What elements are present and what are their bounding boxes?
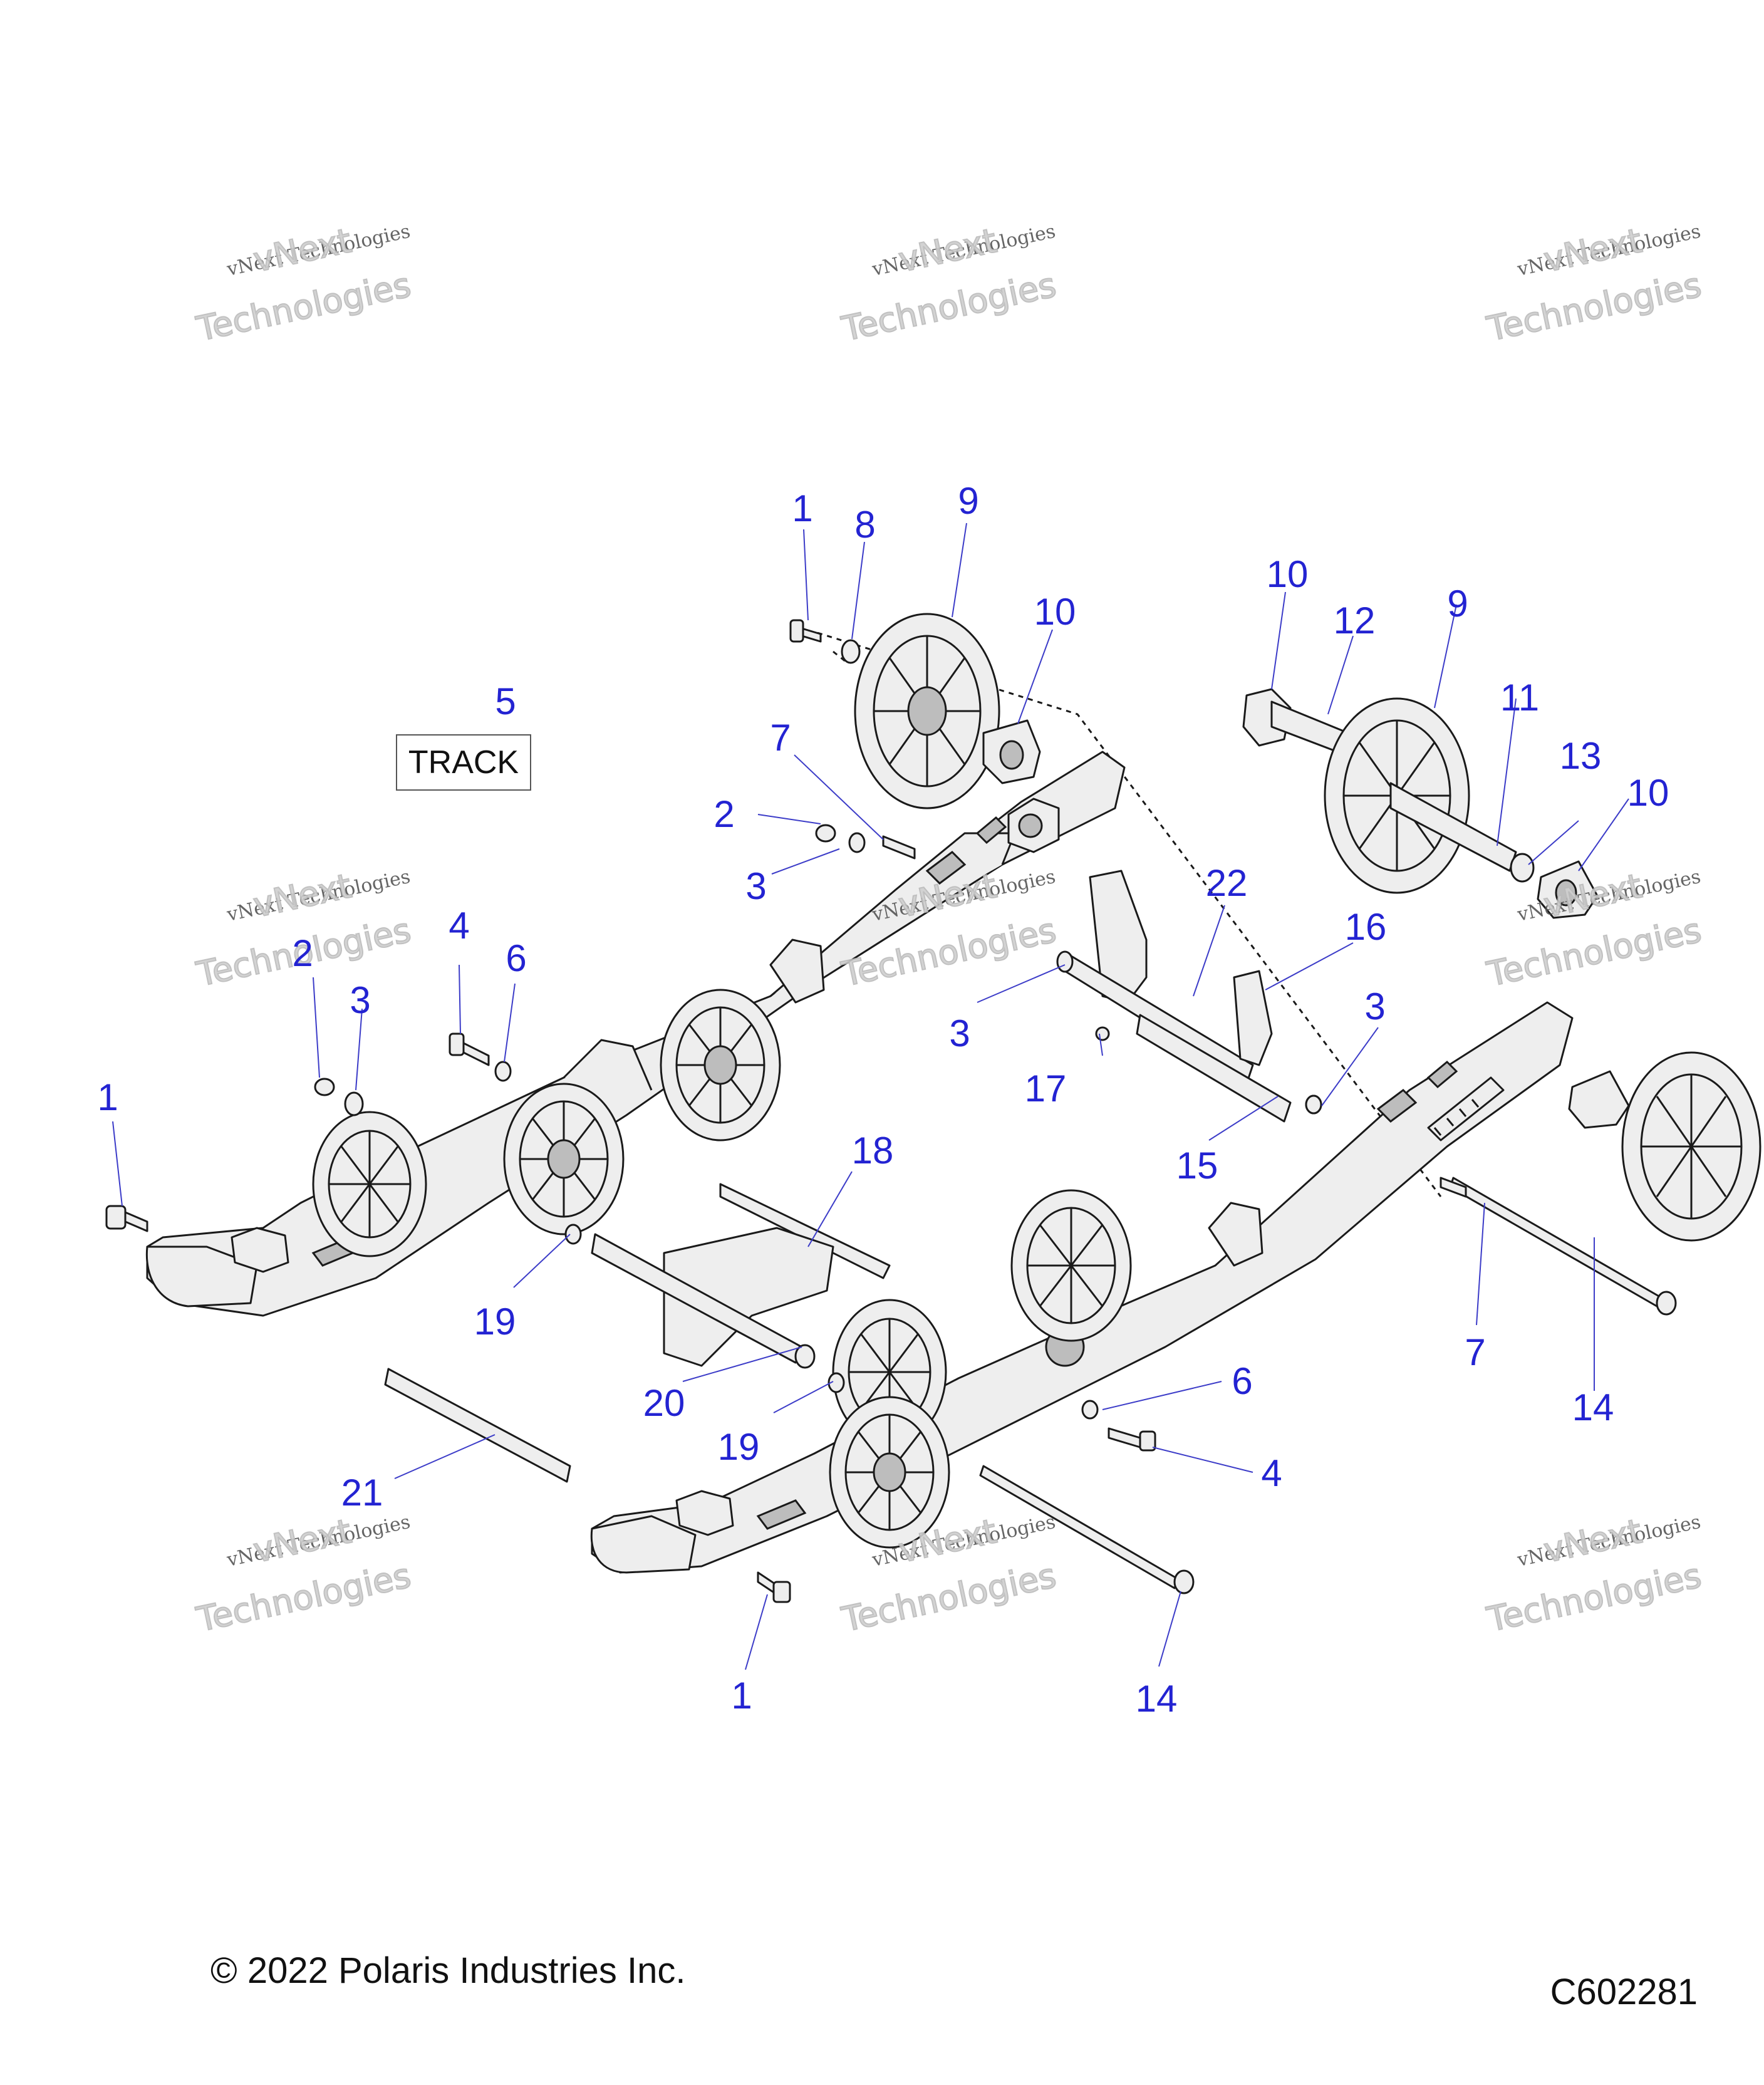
track-label-box: TRACK (396, 734, 531, 791)
long-bolts-14 (979, 1177, 1677, 1594)
copyright-notice: © 2022 Polaris Industries Inc. (210, 1950, 686, 1991)
callout-2: 2 (713, 793, 735, 835)
callout-9: 9 (958, 480, 979, 522)
cross-shaft-22 (1056, 870, 1322, 1123)
callout-14: 14 (1572, 1386, 1614, 1428)
callout-3: 3 (745, 865, 767, 907)
callout-3: 3 (949, 1012, 970, 1054)
callout-22: 22 (1205, 862, 1248, 904)
callout-3: 3 (350, 979, 371, 1021)
right-rail-wheels (829, 1189, 1132, 1549)
callout-19: 19 (717, 1426, 760, 1468)
callout-20: 20 (643, 1382, 685, 1424)
torque-arm-assembly (591, 1183, 891, 1393)
callout-13: 13 (1559, 735, 1602, 777)
callout-11: 11 (1500, 677, 1540, 719)
callout-8: 8 (854, 504, 876, 546)
callout-10: 10 (1266, 553, 1309, 595)
upper-bolt-and-washer (789, 619, 861, 664)
callout-3: 3 (1364, 985, 1386, 1027)
callout-1: 1 (97, 1076, 118, 1118)
alignment-axis-short (833, 650, 849, 665)
figure-id: C602281 (1550, 1972, 1698, 2012)
callout-17: 17 (1024, 1068, 1067, 1110)
shaft-21 (384, 1368, 571, 1483)
upper-idler-wheel (854, 613, 1000, 809)
callout-19: 19 (474, 1301, 516, 1343)
callout-2: 2 (292, 932, 313, 974)
callout-4: 4 (449, 905, 470, 947)
callout-14: 14 (1135, 1678, 1178, 1720)
leader-lines (112, 523, 1629, 1670)
callout-12: 12 (1333, 600, 1376, 642)
callout-4: 4 (1261, 1452, 1282, 1494)
rear-axle-assembly (1242, 688, 1599, 919)
right-fasteners (757, 1177, 1467, 1603)
callout-7: 7 (1465, 1331, 1486, 1373)
callout-7: 7 (770, 717, 791, 759)
left-rail-assembly (145, 751, 1126, 1317)
callout-10: 10 (1034, 591, 1076, 633)
callout-5: 5 (495, 680, 516, 722)
left-fasteners (105, 824, 1322, 1245)
callout-21: 21 (341, 1472, 383, 1514)
right-rear-wheel (1568, 1051, 1761, 1242)
callout-9: 9 (1447, 583, 1468, 625)
callout-1: 1 (792, 487, 813, 529)
upper-hub-10 (982, 719, 1041, 784)
left-rail-wheels (312, 989, 781, 1257)
callout-10: 10 (1627, 772, 1669, 814)
callout-15: 15 (1176, 1145, 1218, 1187)
callout-18: 18 (851, 1130, 894, 1172)
callout-1: 1 (731, 1675, 752, 1717)
callout-6: 6 (1232, 1360, 1253, 1402)
callout-16: 16 (1344, 906, 1387, 948)
callout-6: 6 (506, 937, 527, 979)
